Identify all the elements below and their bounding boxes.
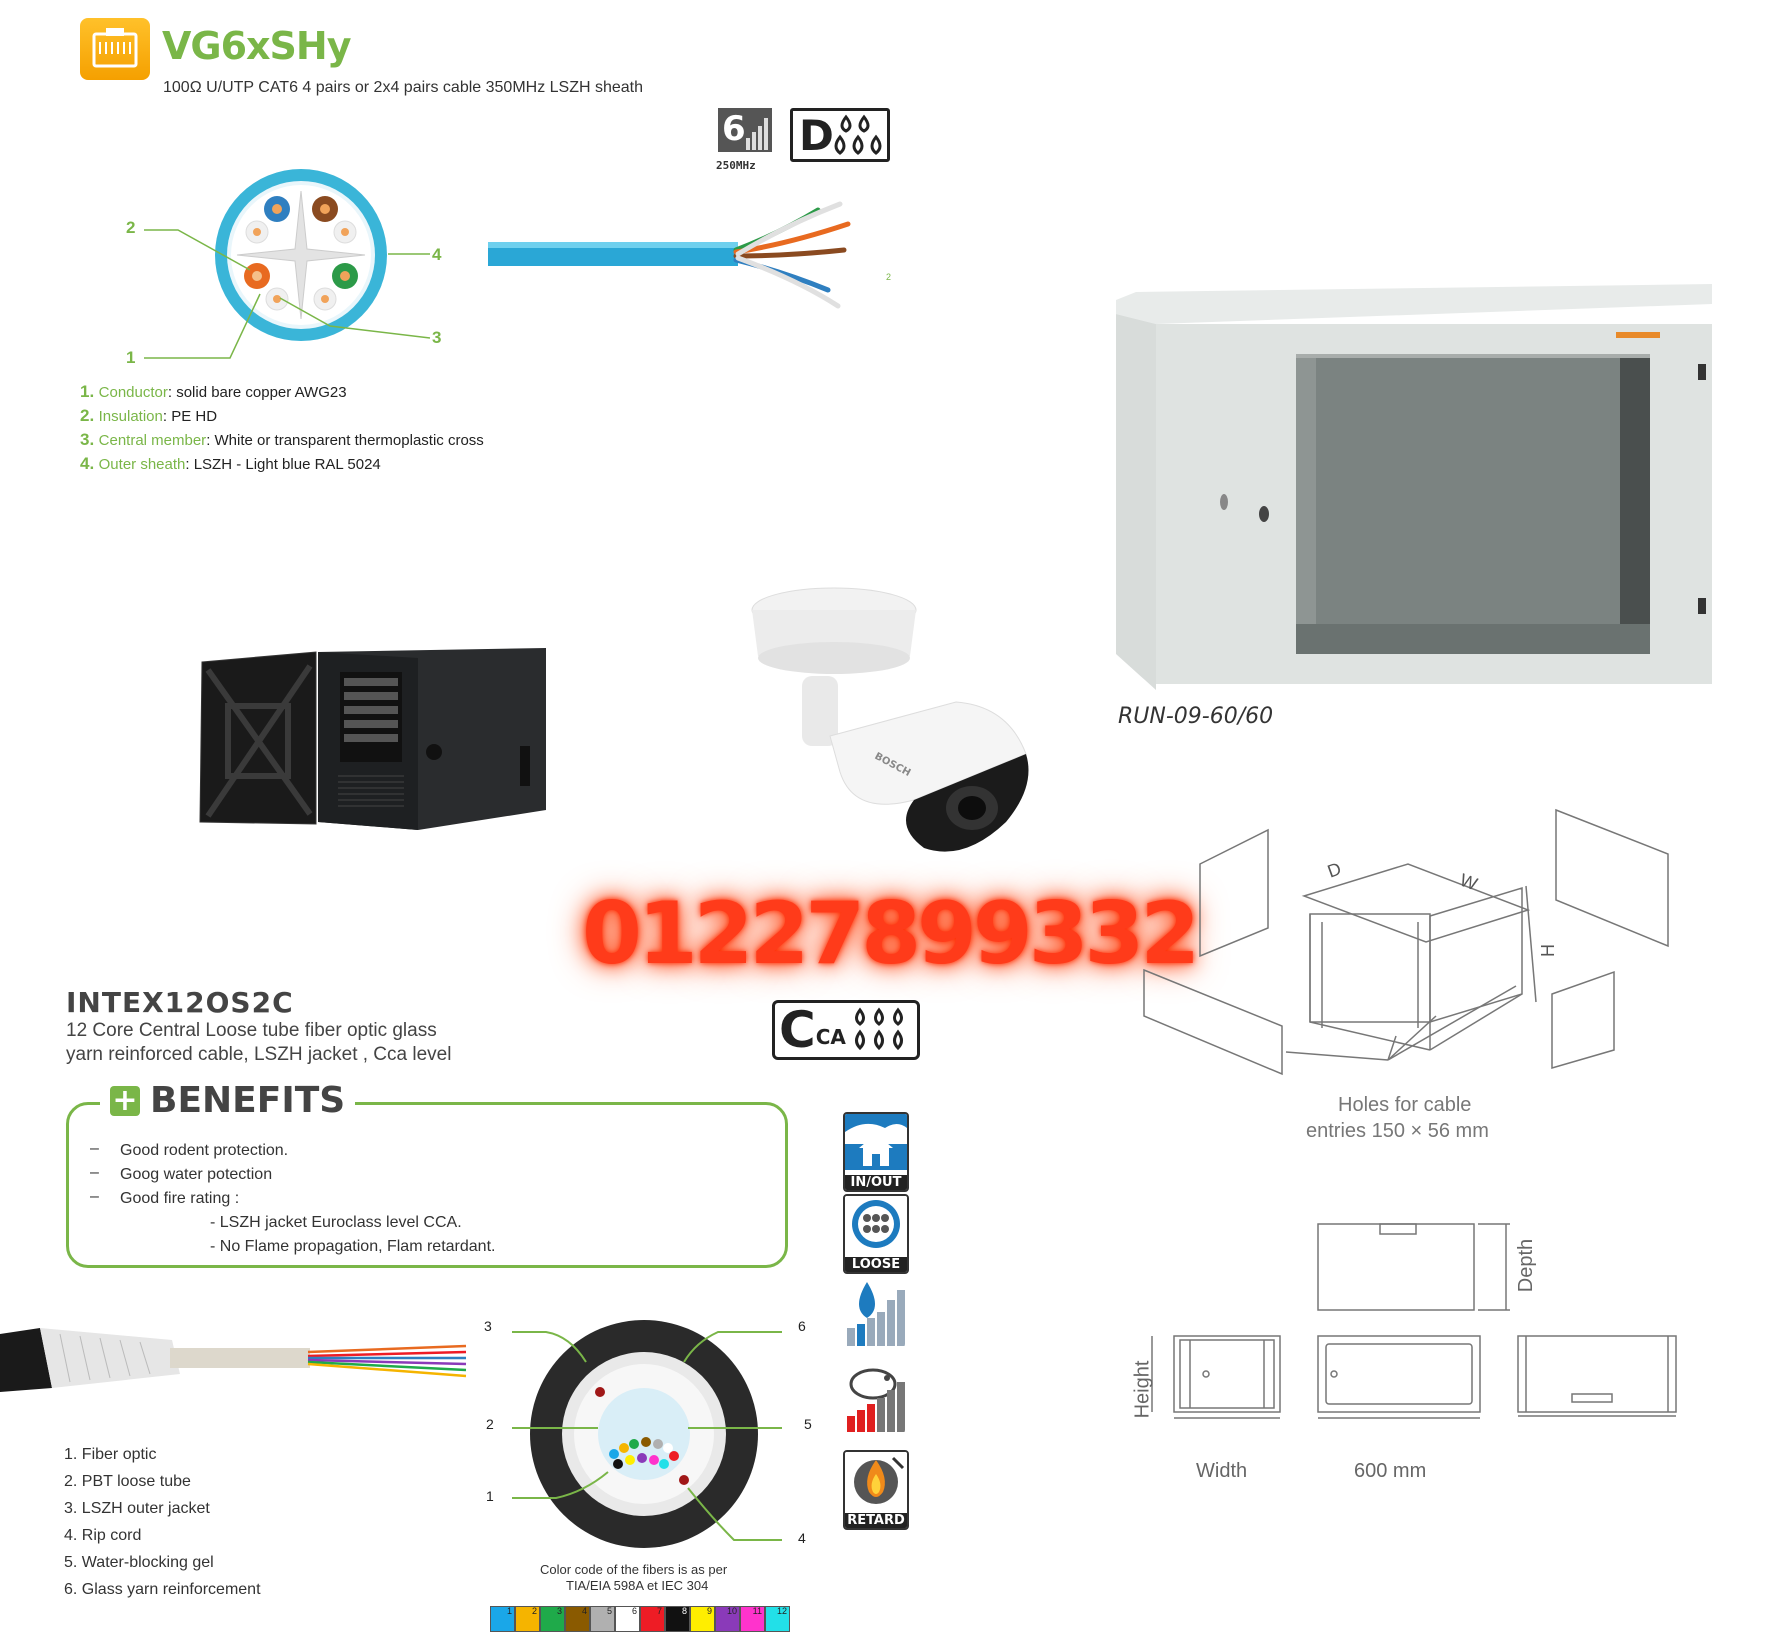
fiber-legend-item-4: 4. Rip cord — [64, 1527, 142, 1544]
fiber-legend-item-3: 3. LSZH outer jacket — [64, 1500, 210, 1517]
rack-exploded-diagram — [1136, 806, 1676, 1106]
fiber-legend-item-2: 2. PBT loose tube — [64, 1473, 191, 1490]
benefits-title: BENEFITS — [150, 1080, 346, 1121]
flame-drops-icon — [854, 1007, 903, 1051]
fiber-callout-lines — [512, 1331, 782, 1541]
ethernet-logo-icon — [80, 18, 150, 80]
cat6-callout-1: 1 — [126, 348, 136, 367]
benefit-item-3: Good fire rating : — [120, 1190, 240, 1207]
benefit-dash-3: – — [90, 1188, 99, 1205]
fiber-desc-line-2: yarn reinforced cable, LSZH jacket , Cca… — [66, 1044, 452, 1065]
benefit-sub-item-1: - LSZH jacket Euroclass level CCA. — [210, 1214, 462, 1231]
fiber-legend-item-6: 6. Glass yarn reinforcement — [64, 1581, 261, 1598]
rack-back-view — [1512, 1330, 1682, 1440]
rack-holes-line-1: Holes for cable — [1338, 1094, 1472, 1116]
fiber-color-swatch-10: 10 — [715, 1606, 740, 1632]
benefits-box — [66, 1102, 788, 1268]
benefit-item-2: Goog water potection — [120, 1166, 273, 1183]
in-out-icon: IN/OUT — [843, 1112, 909, 1192]
cat6-subtitle: 100Ω U/UTP CAT6 4 pairs or 2x4 pairs cab… — [163, 79, 644, 96]
rack-height-label: Height — [1131, 1360, 1154, 1419]
benefit-dash-2: – — [90, 1164, 99, 1181]
flame-drops-icon — [834, 114, 882, 155]
plus-icon: + — [110, 1085, 140, 1116]
cat6-cable-image — [488, 194, 868, 314]
fiber-callout-2: 2 — [486, 1416, 494, 1432]
fiber-color-swatch-6: 6 — [615, 1606, 640, 1632]
fiber-callout-6: 6 — [798, 1318, 806, 1334]
cat6-stray-label: 2 — [886, 272, 892, 282]
color-code-note-2: TIA/EIA 598A et IEC 304 — [566, 1578, 709, 1593]
rack-width-value: 600 mm — [1354, 1460, 1427, 1482]
fiber-color-swatch-1: 1 — [490, 1606, 515, 1632]
phone-number[interactable]: 01227899332 — [582, 884, 1200, 984]
fire-class-c-letter: C — [779, 1001, 816, 1059]
cat6-parts-list: 1. Conductor: solid bare copper AWG23 2.… — [80, 382, 484, 478]
rack-depth-label: Depth — [1515, 1238, 1538, 1293]
benefit-dash-1: – — [90, 1140, 99, 1157]
fiber-cable-image — [0, 1318, 470, 1402]
fiber-color-swatch-8: 8 — [665, 1606, 690, 1632]
fiber-product-code: INTEX12OS2C — [66, 986, 294, 1019]
rack-width-label: Width — [1196, 1460, 1248, 1482]
cat6-part-3: 3. Central member: White or transparent … — [80, 430, 484, 449]
rack-model-label: RUN-09-60/60 — [1118, 704, 1274, 729]
fiber-color-swatch-3: 3 — [540, 1606, 565, 1632]
cat6-bandwidth-badge: 6 250MHz — [716, 106, 774, 172]
cat6-callout-2: 2 — [126, 218, 136, 237]
fiber-color-swatch-2: 2 — [515, 1606, 540, 1632]
fire-class-ca-sub: CA — [815, 1025, 846, 1049]
fiber-color-swatch-4: 4 — [565, 1606, 590, 1632]
benefits-heading: + BENEFITS — [100, 1080, 356, 1121]
cat6-bandwidth-label: 250MHz — [716, 159, 756, 172]
svg-text:6: 6 — [722, 109, 746, 149]
cat6-part-4: 4. Outer sheath: LSZH - Light blue RAL 5… — [80, 454, 381, 473]
rodent-protection-icon — [843, 1364, 905, 1434]
fiber-color-swatch-7: 7 — [640, 1606, 665, 1632]
rack-dim-h-label: H — [1538, 944, 1558, 957]
fiber-legend-item-1: 1. Fiber optic — [64, 1446, 157, 1463]
server-tower-photo — [198, 646, 546, 832]
fiber-color-swatch-9: 9 — [690, 1606, 715, 1632]
fiber-callout-1: 1 — [486, 1488, 494, 1504]
fiber-callout-4: 4 — [798, 1530, 806, 1546]
rack-holes-line-2: entries 150 × 56 mm — [1306, 1120, 1489, 1142]
cat6-callout-4: 4 — [432, 245, 442, 264]
fiber-color-swatch-11: 11 — [740, 1606, 765, 1632]
cat6-callout-3: 3 — [432, 328, 442, 347]
fire-class-d-letter: D — [799, 110, 834, 160]
fiber-legend-item-5: 5. Water-blocking gel — [64, 1554, 214, 1571]
benefit-sub-item-2: - No Flame propagation, Flam retardant. — [210, 1238, 496, 1255]
fiber-desc-line-1: 12 Core Central Loose tube fiber optic g… — [66, 1020, 437, 1041]
rack-cabinet-photo — [1116, 284, 1712, 694]
cat6-callout-lines — [144, 229, 431, 359]
cat6-product-code: VG6xSHy — [162, 24, 351, 68]
fiber-callout-5: 5 — [804, 1416, 812, 1432]
benefit-item-1: Good rodent protection. — [120, 1142, 289, 1159]
color-code-note-1: Color code of the fibers is as per — [540, 1562, 728, 1577]
cat6-part-1: 1. Conductor: solid bare copper AWG23 — [80, 382, 347, 401]
rack-top-view — [1300, 1220, 1540, 1316]
fiber-color-swatch-5: 5 — [590, 1606, 615, 1632]
flame-retardant-icon: RETARD — [843, 1450, 909, 1530]
bullet-camera-photo: BOSCH — [744, 586, 1056, 866]
rack-side-view — [1310, 1330, 1490, 1440]
fire-class-d-badge: D — [790, 108, 890, 162]
loose-tube-icon: LOOSE — [843, 1194, 909, 1274]
cat6-part-2: 2. Insulation: PE HD — [80, 406, 218, 425]
fiber-callout-3: 3 — [484, 1318, 492, 1334]
fiber-cross-section — [528, 1318, 760, 1550]
water-blocking-icon — [843, 1278, 905, 1348]
rack-front-view — [1150, 1330, 1290, 1440]
fiber-color-swatch-12: 12 — [765, 1606, 790, 1632]
